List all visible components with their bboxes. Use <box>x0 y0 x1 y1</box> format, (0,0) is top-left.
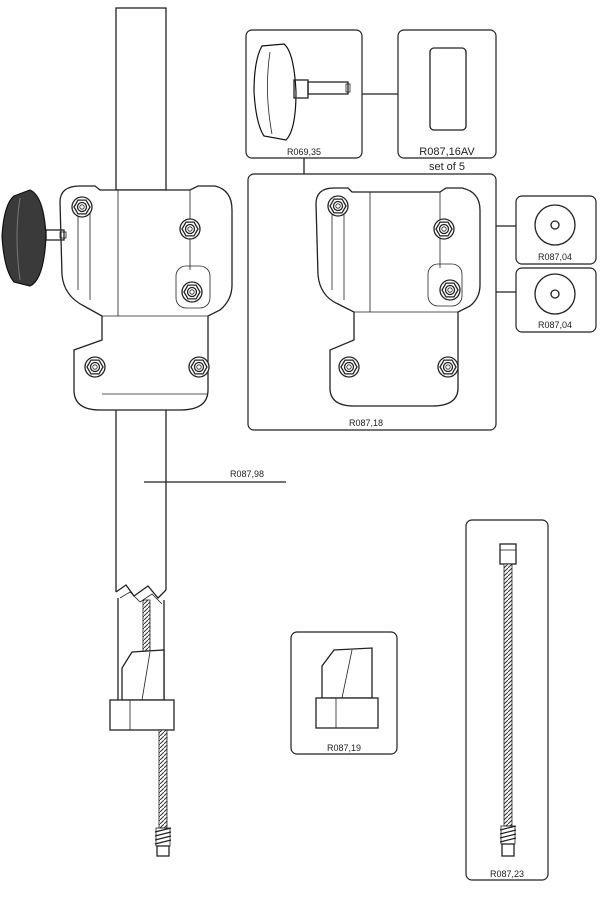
tip-base <box>109 699 175 731</box>
clamp-body <box>59 185 233 411</box>
tube-part-label: R087,98 <box>230 469 264 479</box>
clamp-nut-top-left <box>71 196 93 218</box>
nut-insert-note: set of 5 <box>429 161 465 173</box>
cable-end-nut <box>156 845 170 857</box>
washer-part-box-top: R087,04 <box>515 195 597 265</box>
cable-part-box: R087,23 <box>465 519 549 881</box>
tube-middle <box>115 410 167 592</box>
knob-icon <box>1 189 47 287</box>
clamp-body-part-box: R087,18 <box>247 173 497 431</box>
tip-block-part-label: R087,19 <box>327 743 361 753</box>
knob-part-box: R069,35 <box>245 29 363 159</box>
tip-block-part-box: R087,19 <box>290 631 398 755</box>
knob-part-label: R069,35 <box>287 147 321 157</box>
cable-part-label: R087,23 <box>490 869 524 879</box>
clamp-nut-top-right <box>179 218 201 240</box>
nut-insert-part-label: R087,16AV <box>419 146 475 158</box>
clamp-body-part-label: R087,18 <box>349 418 383 428</box>
cable-exit <box>158 729 168 829</box>
clamp-nut-bottom-right <box>188 356 210 378</box>
tube-top <box>115 7 167 191</box>
washer-bottom-part-label: R087,04 <box>538 320 572 330</box>
washer-part-box-bottom: R087,04 <box>515 267 597 333</box>
nut-insert-part-box: R087,16AV set of 5 <box>397 29 497 173</box>
clamp-nut-bottom-left <box>84 356 106 378</box>
main-assembly: R087,98 <box>1 7 286 857</box>
tube-break <box>115 584 167 599</box>
clamp-nut-middle-right <box>181 281 203 303</box>
spring <box>154 827 172 847</box>
washer-top-part-label: R087,04 <box>538 252 572 262</box>
